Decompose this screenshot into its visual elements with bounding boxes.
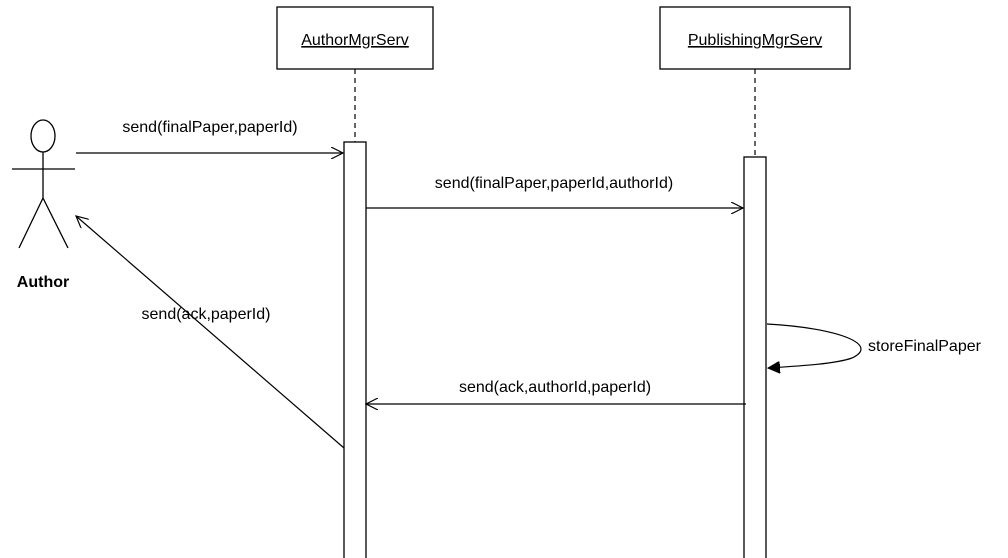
actor-left-leg (18, 197, 44, 249)
object-box (276, 6, 434, 70)
actor-head (30, 119, 56, 153)
message-send-final-paper-author: send(finalPaper,paperId,authorId) (366, 175, 743, 208)
message-send-ack-author: send(ack,authorId,paperId) (366, 379, 746, 404)
message-send-final-paper: send(finalPaper,paperId) (76, 119, 343, 153)
message-label: send(ack,authorId,paperId) (459, 379, 651, 396)
message-label: send(ack,paperId) (142, 306, 271, 323)
message-label: storeFinalPaper (868, 338, 982, 355)
object-label: PublishingMgrServ (688, 32, 822, 49)
message-store-final-paper: storeFinalPaper (767, 323, 982, 368)
actor-label: Author (17, 274, 69, 291)
message-label: send(finalPaper,paperId,authorId) (435, 175, 673, 192)
message-send-ack: send(ack,paperId) (76, 216, 345, 449)
message-label: send(finalPaper,paperId) (122, 119, 297, 136)
message-arrow (76, 216, 345, 449)
activation-bar (743, 156, 767, 558)
object-publishing-mgr-serv: PublishingMgrServ (659, 6, 851, 558)
actor-right-leg (42, 197, 69, 249)
activation-bar (343, 141, 367, 558)
actor-author: Author (12, 119, 75, 291)
self-call-arrow (767, 323, 862, 368)
object-author-mgr-serv: AuthorMgrServ (276, 6, 434, 558)
object-label: AuthorMgrServ (301, 32, 409, 49)
